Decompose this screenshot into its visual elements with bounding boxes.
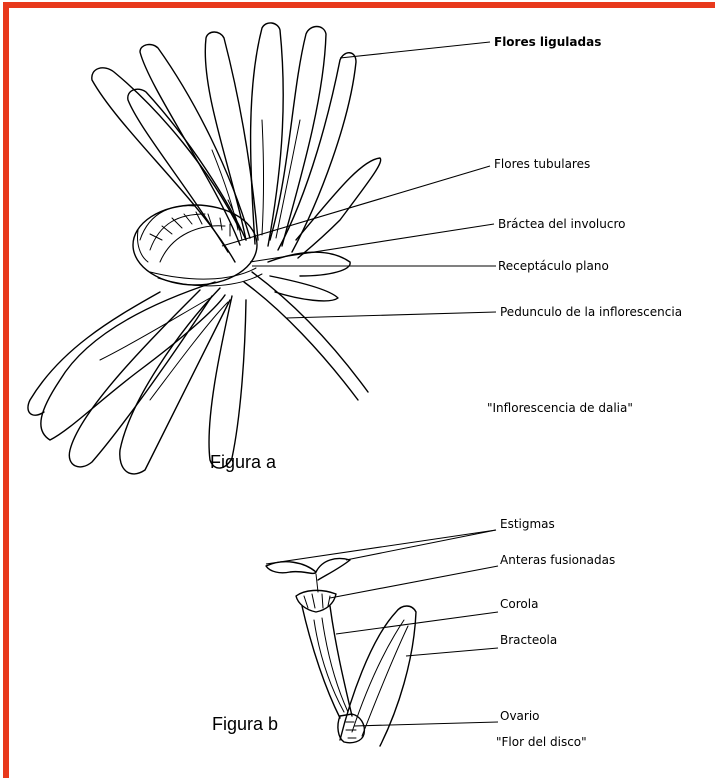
disc-flower-drawing [266, 559, 416, 747]
label-receptaculo-plano: Receptáculo plano [498, 259, 609, 273]
figure-b-caption: Figura b [212, 714, 278, 734]
figure-a-caption: Figura a [210, 452, 277, 472]
dahlia-inflorescence-drawing [28, 23, 381, 474]
label-anteras-fusionadas: Anteras fusionadas [500, 553, 615, 567]
label-flores-liguladas: Flores liguladas [494, 35, 601, 49]
label-flores-tubulares: Flores tubulares [494, 157, 590, 171]
label-corola: Corola [500, 597, 538, 611]
label-pedunculo: Pedunculo de la inflorescencia [500, 305, 682, 319]
figure-b-title: "Flor del disco" [496, 735, 587, 749]
figure-a-title: "Inflorescencia de dalia" [487, 401, 633, 415]
label-ovario: Ovario [500, 709, 540, 723]
figure-b-leader-lines [266, 530, 498, 726]
label-bractea-involucro: Bráctea del involucro [498, 217, 625, 231]
label-estigmas: Estigmas [500, 517, 555, 531]
label-bracteola: Bracteola [500, 633, 557, 647]
